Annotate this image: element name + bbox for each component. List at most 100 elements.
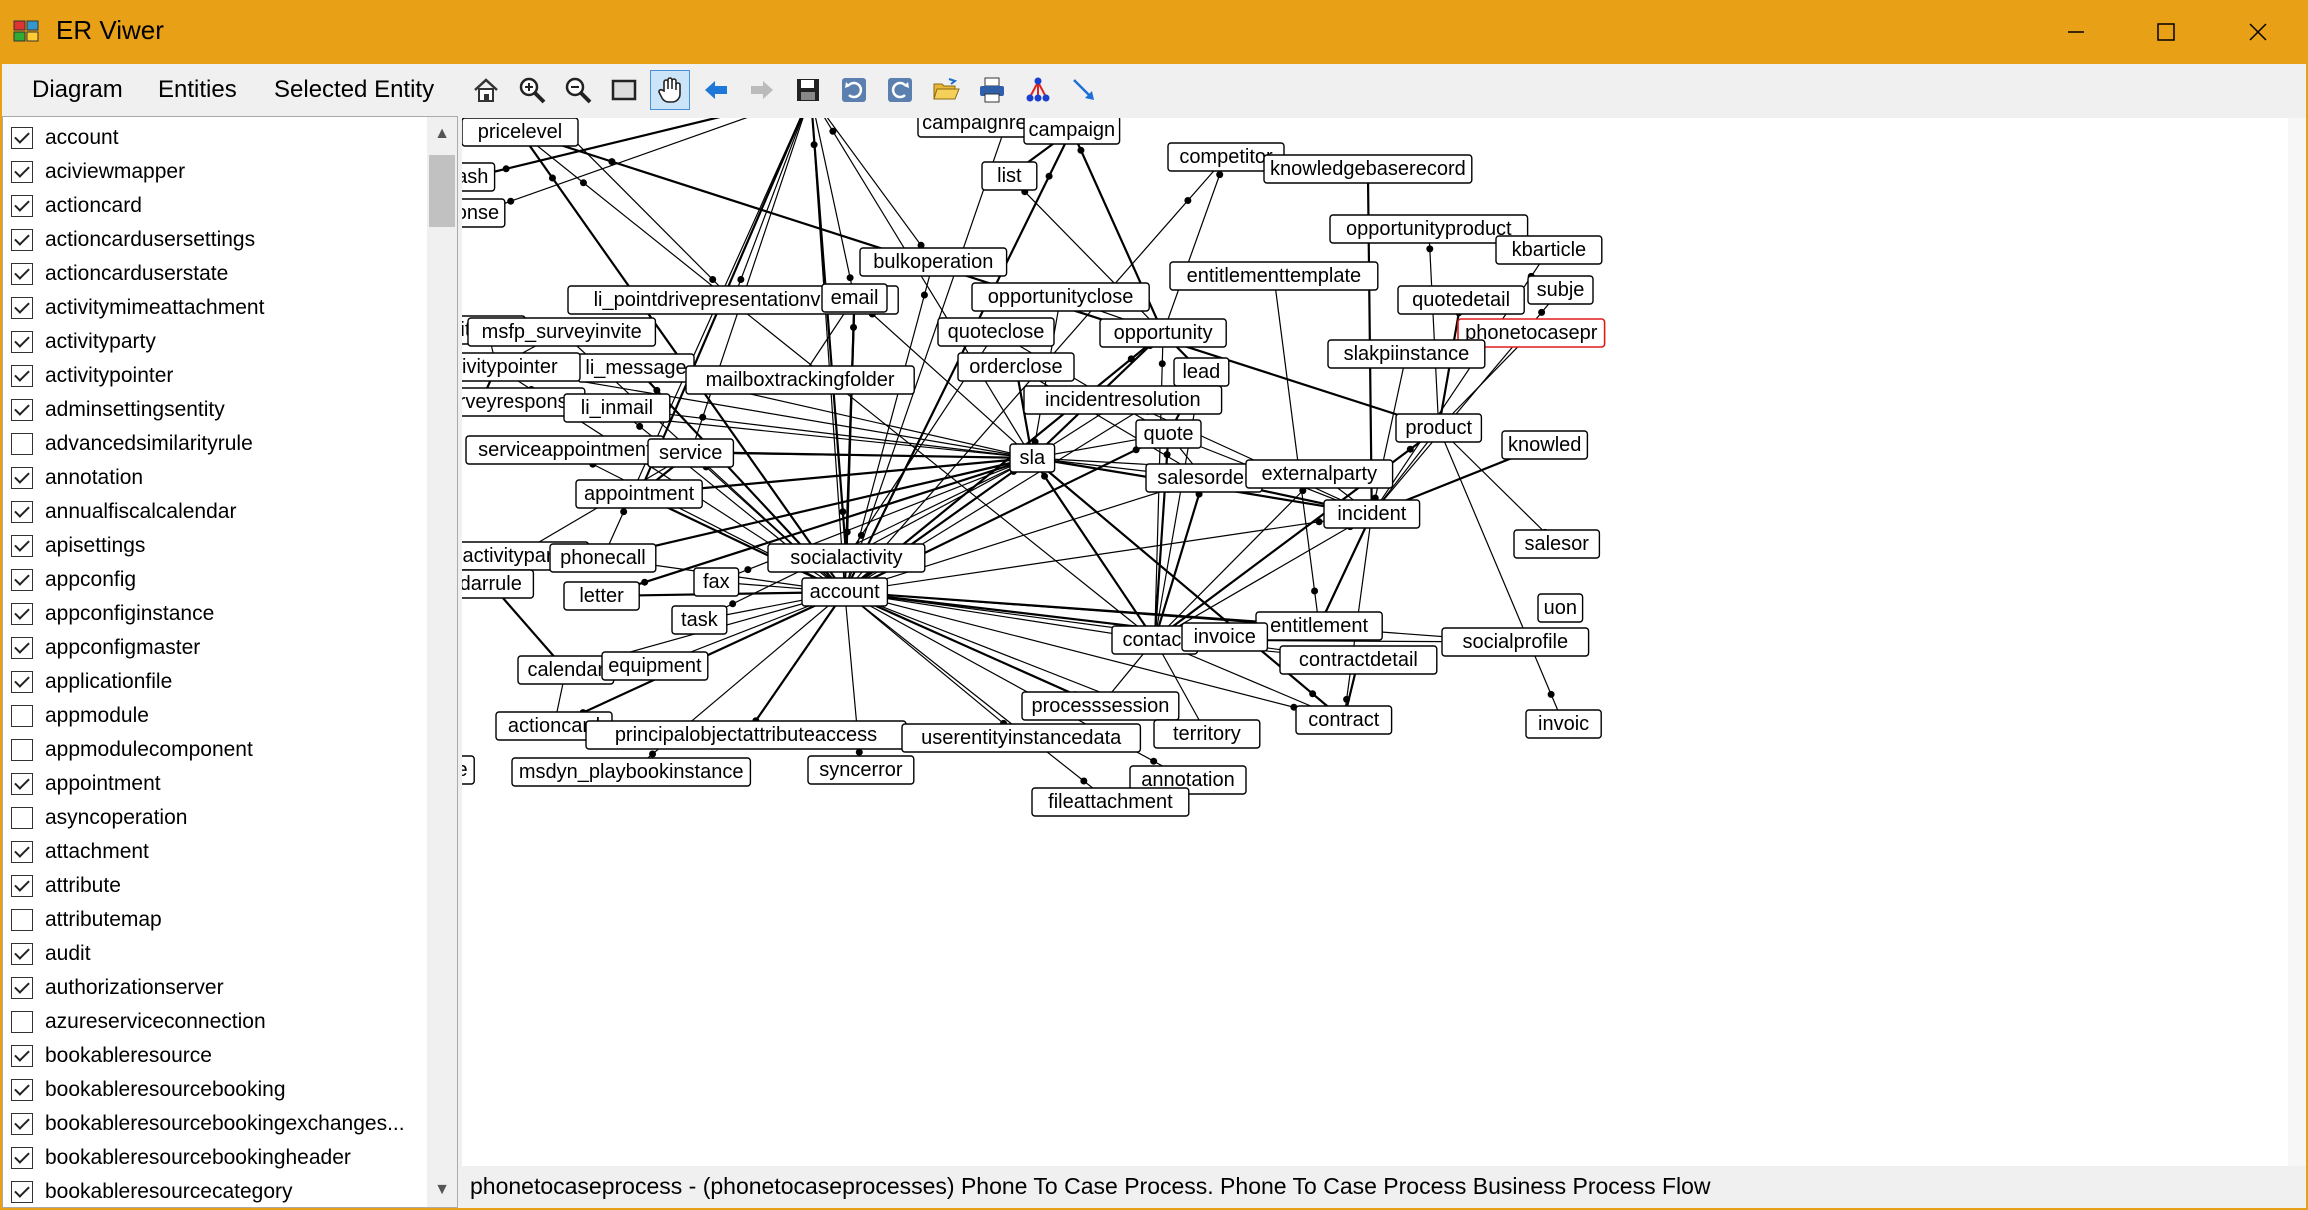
entity-node-box[interactable]: [1395, 413, 1483, 443]
relationship-line[interactable]: [1318, 513, 1373, 627]
entity-list-item[interactable]: bookableresource: [11, 1039, 212, 1073]
entity-list-item[interactable]: audit: [11, 937, 91, 971]
entity-list-item[interactable]: actioncardusersettings: [11, 223, 255, 257]
relationship-line[interactable]: [854, 297, 1033, 459]
entity-node[interactable]: list: [981, 161, 1038, 191]
entity-checkbox[interactable]: [11, 943, 33, 965]
entity-node[interactable]: userentityinstancedata: [901, 723, 1142, 753]
relationship-line[interactable]: [844, 591, 1516, 643]
entity-list-item[interactable]: appmodule: [11, 699, 149, 733]
entity-checkbox[interactable]: [11, 229, 33, 251]
entity-node-box[interactable]: [937, 317, 1055, 347]
entity-checkbox[interactable]: [11, 399, 33, 421]
entity-list-item[interactable]: azureserviceconnection: [11, 1005, 266, 1039]
entity-node[interactable]: externalparty: [1245, 459, 1394, 489]
entity-node-box[interactable]: [1153, 719, 1261, 749]
entity-checkbox[interactable]: [11, 705, 33, 727]
entity-node-box[interactable]: [671, 605, 728, 635]
entity-node[interactable]: uon: [1537, 593, 1584, 623]
entity-list-item[interactable]: annotation: [11, 461, 143, 495]
relationship-line[interactable]: [811, 118, 846, 593]
entity-node-box[interactable]: [563, 393, 671, 423]
entity-checkbox[interactable]: [11, 1045, 33, 1067]
entity-node-box[interactable]: [1501, 430, 1589, 460]
entity-node-box[interactable]: [1023, 385, 1223, 415]
entity-checkbox[interactable]: [11, 365, 33, 387]
minimize-button[interactable]: [2030, 0, 2122, 64]
entity-node-box[interactable]: [1279, 645, 1438, 675]
entity-node[interactable]: contractdetail: [1279, 645, 1438, 675]
entity-node[interactable]: equipment: [601, 651, 709, 681]
entity-node[interactable]: mailboxtrackingfolder: [685, 365, 915, 395]
entity-node[interactable]: ash: [462, 162, 496, 192]
entity-node-box[interactable]: [1023, 118, 1121, 145]
entity-node[interactable]: salesor: [1513, 529, 1601, 559]
save-button[interactable]: [788, 70, 828, 110]
entity-node[interactable]: calendar: [517, 655, 615, 685]
relationship-line[interactable]: [1154, 371, 1202, 641]
relationship-line[interactable]: [519, 130, 1440, 430]
entity-node-box[interactable]: [601, 651, 709, 681]
entity-checkbox[interactable]: [11, 535, 33, 557]
entity-checkbox[interactable]: [11, 161, 33, 183]
entity-list-item[interactable]: actioncard: [11, 189, 142, 223]
redo-button[interactable]: [880, 70, 920, 110]
entity-list-item[interactable]: activitymimeattachment: [11, 291, 264, 325]
entity-node[interactable]: letter: [563, 581, 640, 611]
entity-node[interactable]: product: [1395, 413, 1483, 443]
entity-checkbox[interactable]: [11, 297, 33, 319]
entity-node[interactable]: opportunityproduct: [1329, 214, 1529, 244]
relationship-line[interactable]: [1438, 332, 1532, 429]
entity-list-item[interactable]: annualfiscalcalendar: [11, 495, 236, 529]
relationship-line[interactable]: [732, 118, 811, 301]
entity-node[interactable]: task: [671, 605, 728, 635]
connector-button[interactable]: [1064, 70, 1104, 110]
entity-list-item[interactable]: appconfigmaster: [11, 631, 200, 665]
entity-list-item[interactable]: bookableresourcebookingheader: [11, 1141, 351, 1175]
entity-node-box[interactable]: [821, 283, 888, 313]
entity-node-box[interactable]: [1327, 339, 1486, 369]
entity-node-box[interactable]: [1031, 787, 1190, 817]
entity-node[interactable]: opportunityclose: [971, 282, 1150, 312]
entity-node[interactable]: subje: [1527, 275, 1594, 305]
relationship-line[interactable]: [472, 118, 810, 179]
entity-list-item[interactable]: aciviewmapper: [11, 155, 185, 189]
entity-checkbox[interactable]: [11, 1147, 33, 1169]
entity-list-item[interactable]: asyncoperation: [11, 801, 187, 835]
entity-node[interactable]: quote: [1135, 419, 1202, 449]
relationship-line[interactable]: [844, 591, 1022, 739]
entity-list-item[interactable]: attribute: [11, 869, 121, 903]
relationship-line[interactable]: [1428, 228, 1440, 429]
entity-node[interactable]: e: [462, 755, 475, 785]
home-button[interactable]: [466, 70, 506, 110]
entity-node[interactable]: campaign: [1023, 118, 1121, 145]
entity-checkbox[interactable]: [11, 263, 33, 285]
entity-list-scrollbar[interactable]: ▲ ▼: [427, 117, 457, 1207]
entity-node[interactable]: msfp_surveyinvite: [467, 317, 657, 347]
entity-node-box[interactable]: [1329, 214, 1529, 244]
entity-node-box[interactable]: [807, 755, 915, 785]
entity-node-box[interactable]: [462, 755, 475, 785]
entity-node-box[interactable]: [1495, 235, 1603, 265]
relationship-line[interactable]: [1438, 427, 1565, 725]
entity-list-item[interactable]: bookableresourcecategory: [11, 1175, 293, 1207]
entity-node[interactable]: processsession: [1021, 691, 1180, 721]
entity-checkbox[interactable]: [11, 875, 33, 897]
maximize-button[interactable]: [2120, 0, 2212, 64]
relationship-line[interactable]: [1122, 399, 1373, 515]
open-button[interactable]: [926, 70, 966, 110]
relationship-line[interactable]: [477, 118, 810, 214]
pan-hand-button[interactable]: [650, 70, 690, 110]
back-button[interactable]: [696, 70, 736, 110]
entity-node-box[interactable]: [801, 577, 889, 607]
entity-node-box[interactable]: [1441, 627, 1590, 657]
relationship-line[interactable]: [745, 591, 846, 736]
entity-node[interactable]: sla: [1009, 443, 1056, 473]
entity-node[interactable]: pricelevel: [462, 118, 579, 147]
entity-node-box[interactable]: [1397, 285, 1525, 315]
entity-node[interactable]: opportunity: [1099, 318, 1227, 348]
entity-node-box[interactable]: [1021, 691, 1180, 721]
entity-node[interactable]: lead: [1173, 357, 1230, 387]
entity-checkbox[interactable]: [11, 195, 33, 217]
entity-node-box[interactable]: [1099, 318, 1227, 348]
